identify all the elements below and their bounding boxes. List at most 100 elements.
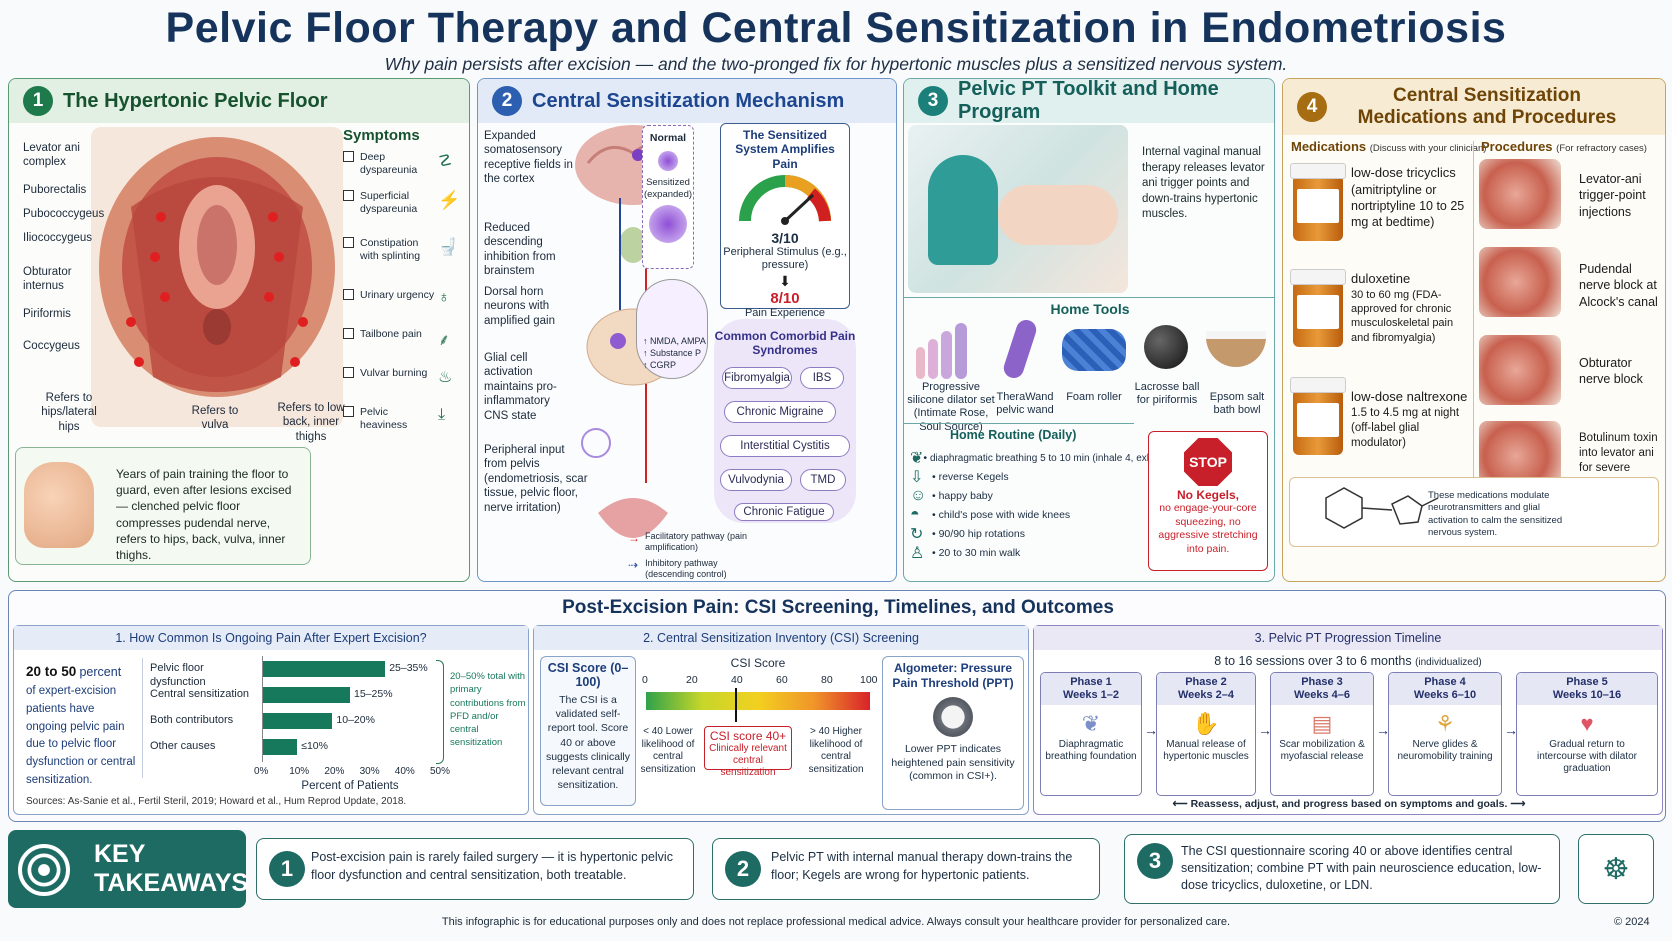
arrow-down-icon: ⬇	[779, 272, 791, 289]
dilator-set-icon	[912, 319, 972, 379]
medication-1: low-dose tricyclics(amitriptyline or nor…	[1351, 165, 1465, 230]
comorbid-migraine: Chronic Migraine	[724, 401, 836, 423]
prevalence-headline: 20 to 50 percent of expert-excision pati…	[26, 664, 136, 786]
csi-score-box: CSI Score (0–100) The CSI is a validated…	[540, 656, 636, 806]
weight-down-icon: ⤓	[438, 406, 446, 423]
label-puborectalis: Puborectalis	[23, 184, 87, 196]
csi-high-label: > 40 Higher likelihood of central sensit…	[808, 726, 864, 775]
checkbox[interactable]	[343, 237, 354, 248]
algometer-gauge-icon	[933, 697, 973, 737]
tick-label: 30%	[359, 766, 380, 777]
bar	[262, 739, 298, 755]
procedure-1: Levator-ani trigger-point injections	[1579, 172, 1646, 219]
heart-icon: ♥	[1580, 711, 1594, 737]
tick-label: 10%	[289, 766, 310, 777]
arrow-right-icon: →	[1376, 722, 1390, 738]
csi-gradient-bar	[646, 692, 870, 710]
note-text: Years of pain training the floor to guar…	[116, 467, 292, 562]
comorbid-vulvodynia: Vulvodynia	[720, 469, 792, 491]
side-note: 20–50% total with primary contributions …	[450, 671, 526, 749]
divider	[142, 658, 143, 778]
csi-low-label: < 40 Lower likelihood of central sensiti…	[640, 726, 696, 775]
target-icon	[18, 844, 70, 896]
refer-hips: Refers to hips/lateral hips	[41, 392, 97, 433]
symptom-item: Vulvar burning♨	[343, 367, 467, 406]
panel-pelvic-pt-toolkit: 3 Pelvic PT Toolkit and Home Program Int…	[903, 78, 1275, 582]
lungs-icon: ❦	[910, 449, 924, 467]
amplifier-box: The Sensitized System Amplifies Pain 3/1…	[720, 123, 850, 319]
obturator-block-illustration	[1479, 335, 1561, 405]
home-routine-title: Home Routine (Daily)	[950, 428, 1077, 442]
arrow-right-icon: →	[1258, 722, 1272, 738]
column-divider	[1473, 141, 1474, 521]
medications-heading: Medications (Discuss with your clinician…	[1291, 139, 1487, 154]
label-coccygeus: Coccygeus	[23, 340, 80, 352]
outcomes-section: Post-Excision Pain: CSI Screening, Timel…	[8, 590, 1666, 822]
panel-title: The Hypertonic Pelvic Floor	[63, 89, 328, 112]
epsom-bowl-icon	[1206, 331, 1266, 367]
panel-header: 1 The Hypertonic Pelvic Floor	[9, 79, 469, 123]
scar-tissue-icon: ▤	[1311, 711, 1333, 737]
symptom-icon: ☡	[438, 153, 453, 170]
takeaway-card-2: 2 Pelvic PT with internal manual therapy…	[712, 838, 1100, 900]
receptor-cgrp: ↑ CGRP	[643, 360, 677, 370]
symptom-item: Pelvic heaviness⤓	[343, 406, 467, 445]
checkbox[interactable]	[343, 367, 354, 378]
prevalence-chart-box: 1. How Common Is Ongoing Pain After Expe…	[13, 625, 529, 815]
procedure-2: Pudendal nerve block at Alcock's canal	[1579, 262, 1658, 309]
key-takeaways-banner: KEY TAKEAWAYS	[8, 830, 248, 908]
panel-header: 4 Central Sensitization Medications and …	[1283, 79, 1665, 135]
receptive-field-comparison: Normal Sensitized (expanded)	[642, 125, 694, 269]
nerve-icon: ⚘	[1435, 711, 1455, 737]
comorbid-chronic-fatigue: Chronic Fatigue	[734, 503, 834, 521]
stop-sign-icon: STOP	[1184, 438, 1232, 486]
label-iliococcygeus: Iliococcygeus	[23, 232, 93, 244]
comorbid-fibromyalgia: Fibromyalgia	[722, 367, 792, 389]
comorbid-ibs: IBS	[800, 367, 844, 389]
checkbox[interactable]	[343, 328, 354, 339]
checkbox[interactable]	[343, 406, 354, 417]
label-levator-ani: Levator ani complex	[23, 142, 80, 169]
comorbid-ic: Interstitial Cystitis	[720, 435, 850, 457]
stimulus-value: 3/10	[771, 230, 799, 247]
panel-header: 2 Central Sensitization Mechanism	[478, 79, 896, 123]
checkbox[interactable]	[343, 151, 354, 162]
checkbox[interactable]	[343, 190, 354, 201]
sub3-title: 3. Pelvic PT Progression Timeline	[1034, 626, 1662, 650]
foam-roller-icon	[1062, 329, 1126, 371]
refer-vulva: Refers to vulva	[191, 405, 239, 432]
pt-timeline-box: 3. Pelvic PT Progression Timeline 8 to 1…	[1033, 625, 1663, 815]
flame-icon: ♨	[438, 369, 453, 386]
tick-label: 40%	[394, 766, 415, 777]
bar-value-label: ≤10%	[301, 740, 328, 752]
symptom-item: Superficial dyspareunia⚡	[343, 190, 467, 237]
lacrosse-ball-icon	[1144, 325, 1188, 369]
molecule-structure-icon	[1325, 487, 1439, 529]
amplifier-title: The Sensitized System Amplifies Pain	[735, 128, 835, 171]
no-kegels-warning: STOP No Kegels, no engage-your-core sque…	[1148, 431, 1268, 571]
tick-label: 20%	[324, 766, 345, 777]
panel-title: Pelvic PT Toolkit and Home Program	[958, 78, 1219, 123]
tick-label: 0%	[254, 766, 269, 777]
page-title: Pelvic Floor Therapy and Central Sensiti…	[165, 4, 1507, 52]
tool-therawand: TheraWand pelvic wand	[996, 391, 1054, 417]
label-piriformis: Piriformis	[23, 308, 71, 320]
bar	[262, 687, 350, 703]
disclaimer: This infographic is for educational purp…	[441, 916, 1231, 928]
symptoms-title: Symptoms	[343, 127, 420, 144]
tool-lacrosse-ball: Lacrosse ball for piriformis	[1134, 381, 1200, 407]
hip-rotation-icon: ↻	[910, 525, 924, 543]
csi-threshold-box: CSI score 40+ Clinically relevant centra…	[704, 726, 792, 778]
bar-category-label: Pelvic floor dysfunction	[150, 662, 206, 688]
checkbox[interactable]	[343, 289, 354, 300]
sessions-text: 8 to 16 sessions over 3 to 6 months (ind…	[1214, 654, 1482, 668]
receptor-nmda: ↑ NMDA, AMPA	[643, 336, 706, 346]
pill-bottle-icon	[1290, 377, 1346, 455]
bar-category-label: Central sensitization	[150, 688, 250, 700]
normal-label: Normal	[649, 132, 687, 144]
panel-medications-procedures: 4 Central Sensitization Medications and …	[1282, 78, 1666, 582]
